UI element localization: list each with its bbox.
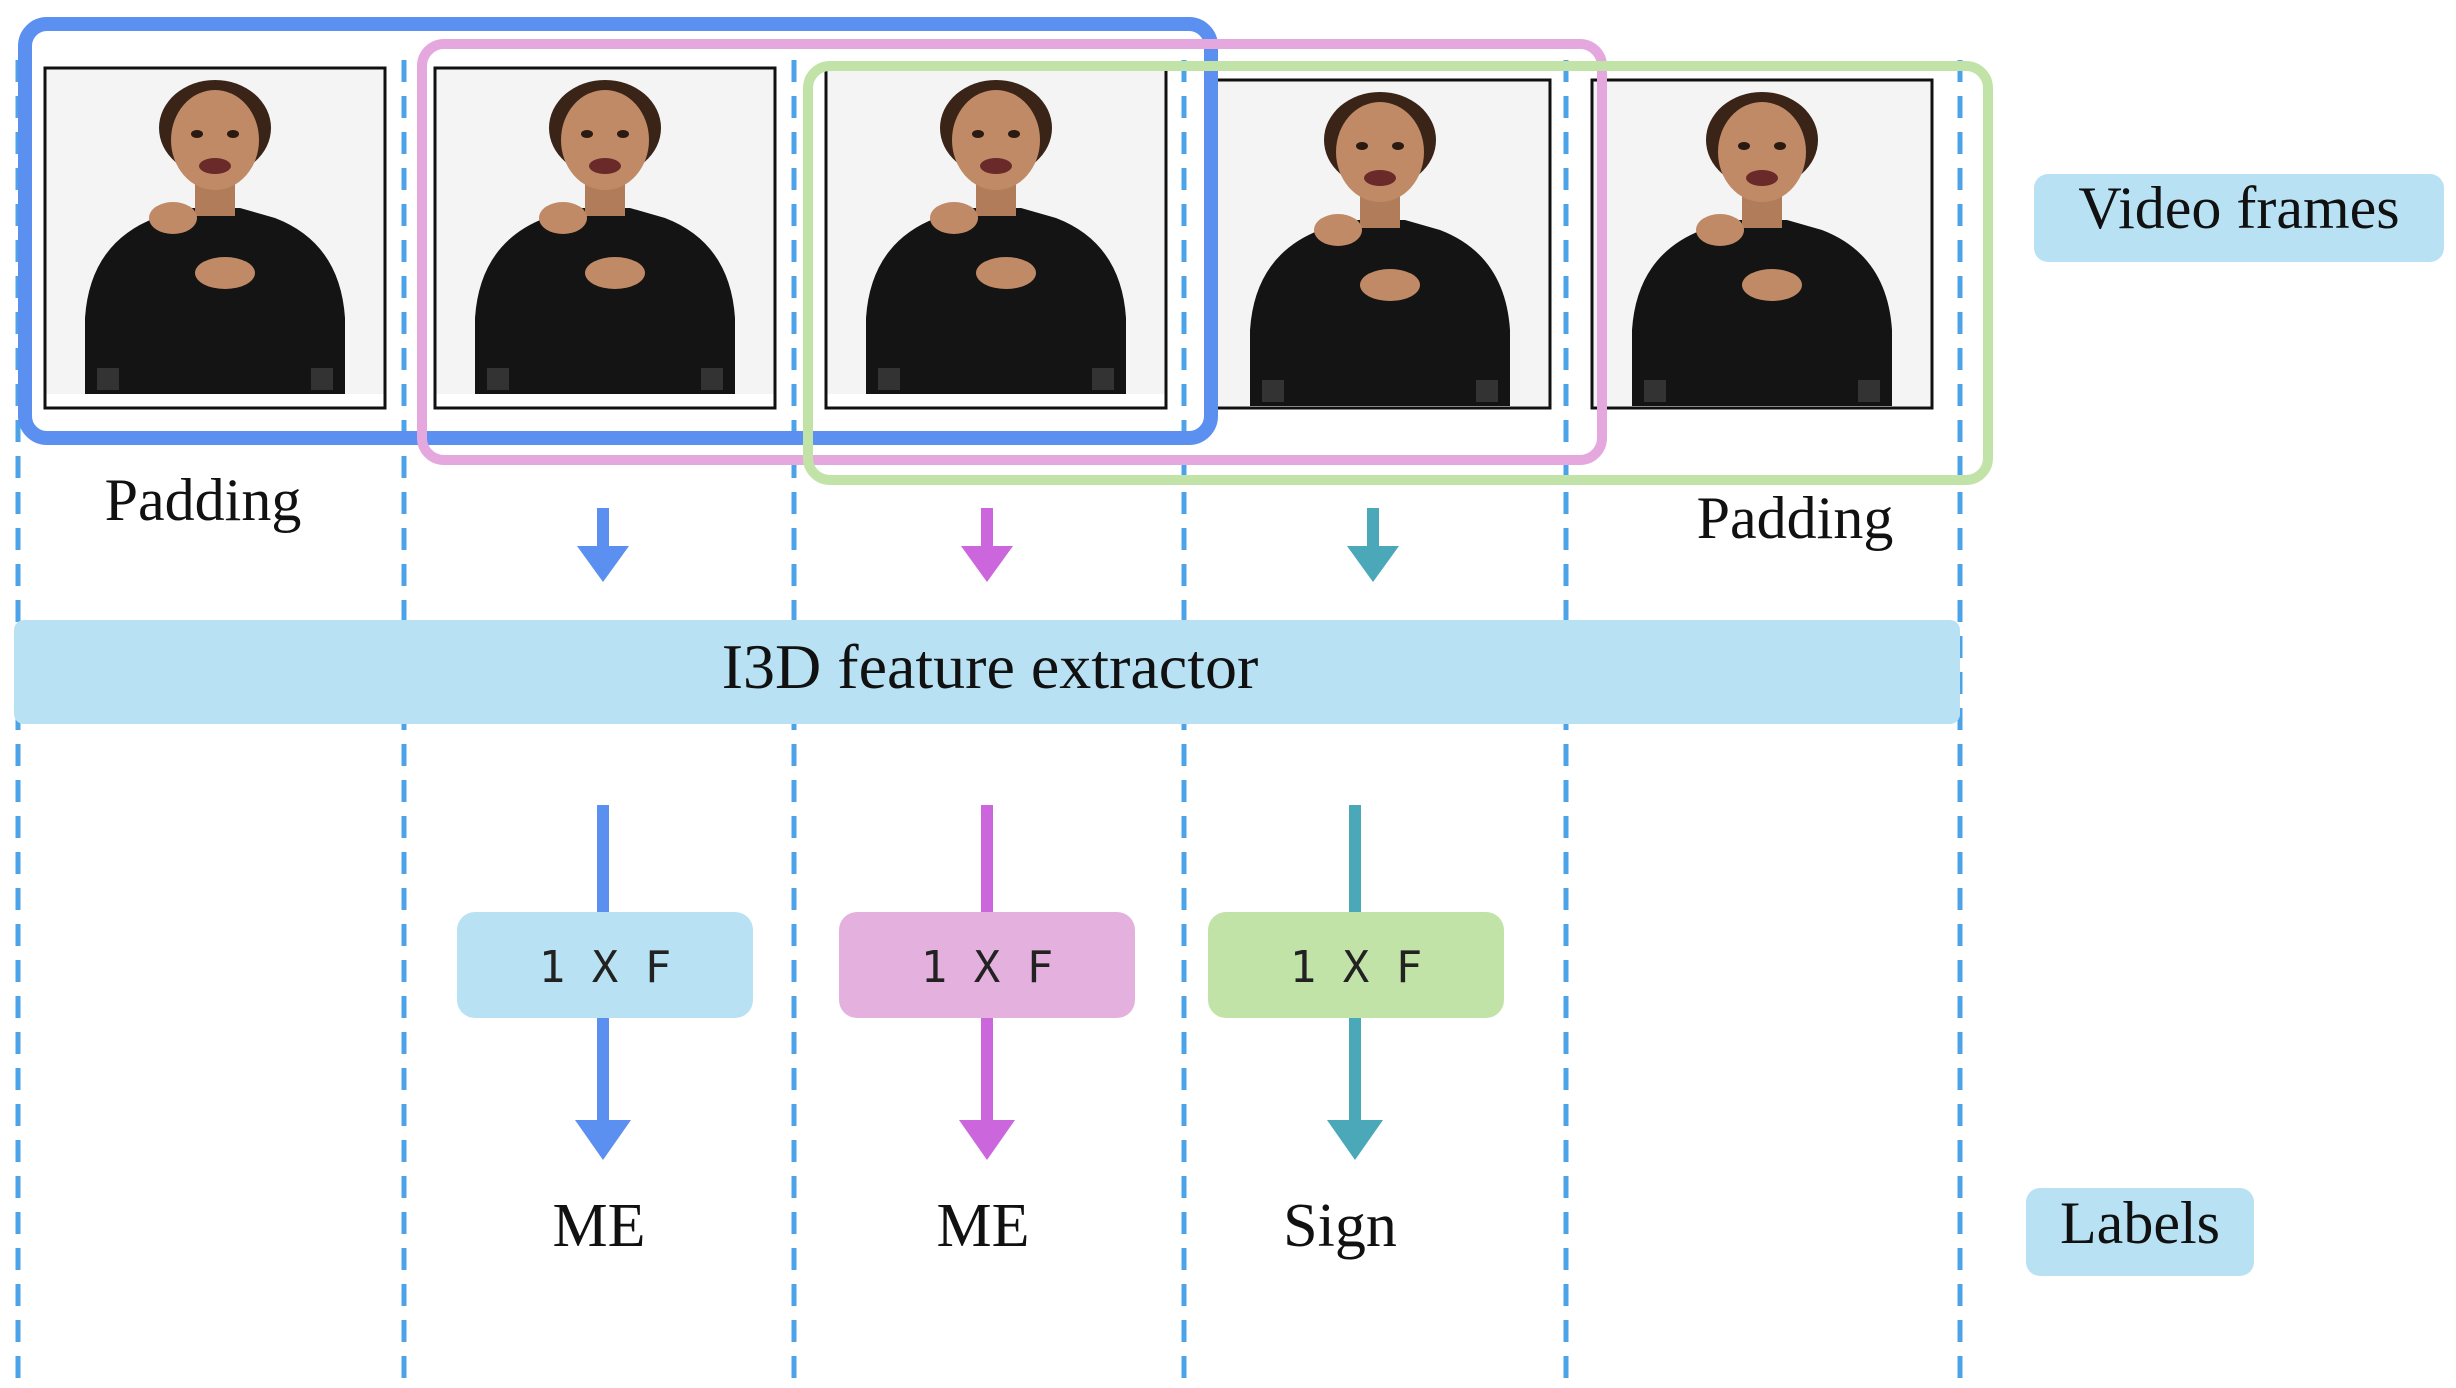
feature-column-3: 1 X F Sign: [1208, 805, 1504, 1260]
padding-label-left: Padding: [105, 467, 302, 533]
video-frame-4: [1208, 78, 1552, 410]
feature-arrow-head-2: [959, 1120, 1015, 1160]
i3d-feature-extractor-box: [14, 620, 1960, 724]
labels-tag-box: [2026, 1188, 2254, 1276]
video-frames: [43, 66, 1934, 410]
video-frames-tag: Video frames: [2078, 175, 2399, 241]
feature-box-2: [839, 912, 1135, 1018]
feature-box-1: [457, 912, 753, 1018]
output-label-2: ME: [937, 1192, 1030, 1260]
sliding-windows: [18, 17, 1993, 485]
padding-label-right: Padding: [1697, 485, 1894, 551]
frame-to-extractor-arrows: [577, 508, 1399, 582]
i3d-feature-extractor-label: I3D feature extractor: [722, 631, 1259, 702]
video-frames-tag-box: [2034, 174, 2444, 262]
video-frame-1: [43, 66, 387, 410]
feature-dim-2: 1 X F: [921, 942, 1053, 993]
output-label-1: ME: [553, 1192, 646, 1260]
feature-box-3: [1208, 912, 1504, 1018]
video-frame-2: [433, 66, 777, 410]
labels-tag: Labels: [2060, 1190, 2220, 1256]
output-label-3: Sign: [1283, 1192, 1397, 1260]
feature-dim-1: 1 X F: [539, 942, 671, 993]
feature-arrow-head-3: [1327, 1120, 1383, 1160]
video-frame-5: [1590, 78, 1934, 410]
sliding-window-2: [417, 39, 1607, 465]
video-frame-3: [824, 66, 1168, 410]
feature-arrow-head-1: [575, 1120, 631, 1160]
feature-column-2: 1 X F ME: [839, 805, 1135, 1260]
sliding-window-3: [803, 61, 1993, 485]
feature-dim-3: 1 X F: [1290, 942, 1422, 993]
feature-outputs: 1 X F ME 1 X F ME 1 X F Sign: [457, 805, 1504, 1260]
feature-column-1: 1 X F ME: [457, 805, 753, 1260]
down-arrow-top-3: [1347, 508, 1399, 582]
down-arrow-top-2: [961, 508, 1013, 582]
down-arrow-top-1: [577, 508, 629, 582]
sliding-window-1: [18, 17, 1218, 445]
